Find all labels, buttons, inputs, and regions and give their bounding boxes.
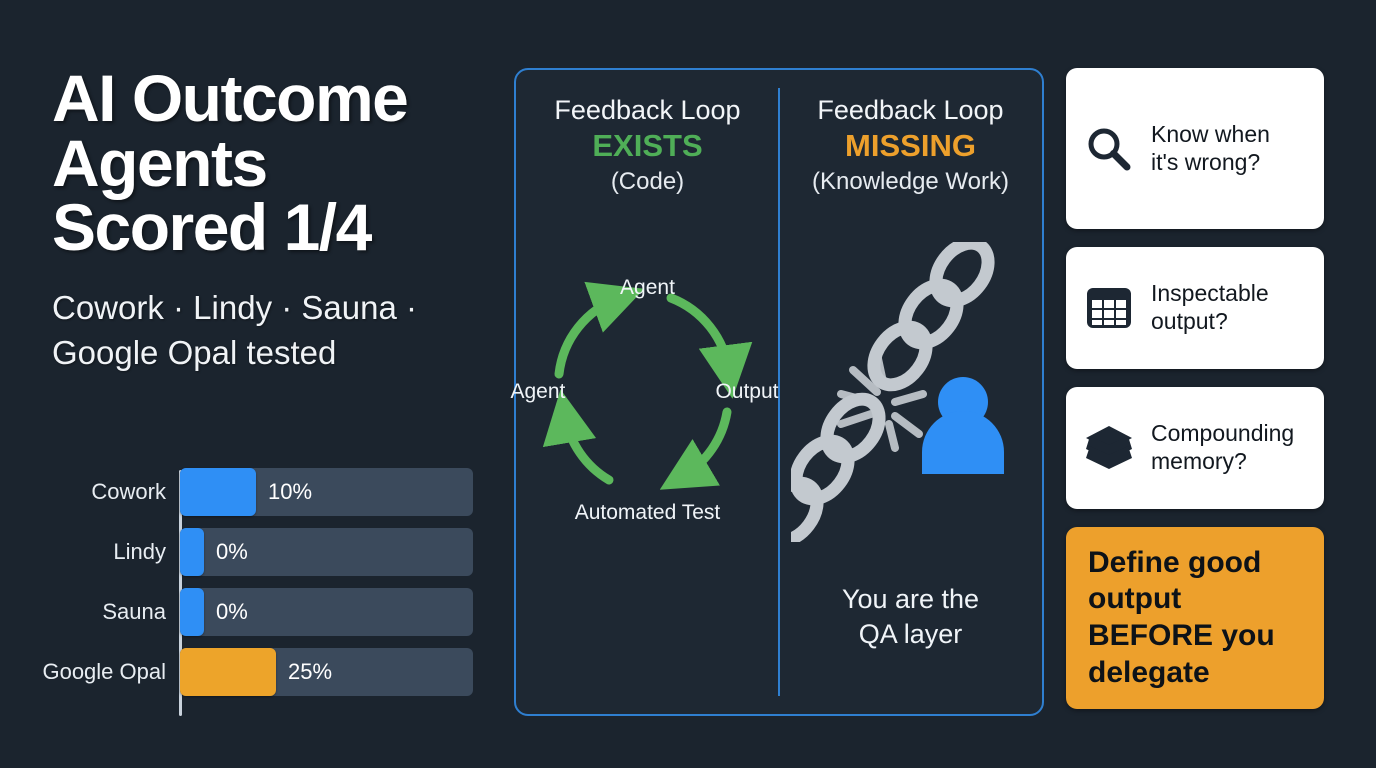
loop-exists-state: EXISTS [592,127,703,163]
checklist-line-1: Inspectable [1151,280,1269,307]
bar-track-lindy: 0% [180,528,473,576]
cta-line-3: BEFORE you [1088,619,1275,652]
qa-caption-line-1: You are the [841,583,980,614]
cycle-node-automated-test: Automated Test [574,501,721,525]
checklist-column: Know when it's wrong? [1066,68,1324,709]
bar-track-sauna: 0% [180,588,473,636]
table-row: Lindy 0% [113,526,492,578]
bar-value-lindy: 0% [216,539,248,564]
qa-layer-caption: You are the QA layer [779,582,1042,652]
cta-line-1: Define good [1088,545,1262,579]
loop-exists-note: (Code) [610,167,685,195]
subtitle-line-1: Cowork · Lindy · Sauna · [52,289,417,327]
bar-fill-sauna [180,588,204,636]
cta-line-2: output [1088,582,1182,616]
checklist-card-text: Compounding memory? [1151,420,1294,475]
table-grid-icon [1082,281,1136,335]
checklist-line-2: it's wrong? [1151,148,1261,175]
bar-value-cowork: 10% [268,479,313,504]
qa-caption-line-2: QA layer [858,618,963,649]
broken-chain-illustration [757,236,1031,548]
feedback-loop-exists-half: Feedback Loop EXISTS (Code) [511,70,779,714]
chart-rows: Cowork 10% Lindy 0% Sauna [42,466,492,716]
person-icon [921,377,1004,474]
cycle-node-agent-top: Agent [620,276,675,299]
bar-value-google-opal: 25% [288,659,333,684]
bar-fill-google-opal [180,648,276,696]
table-row: Google Opal 25% [42,646,492,698]
bar-track-cowork: 10% [180,468,473,516]
checklist-card-compounding-memory[interactable]: Compounding memory? [1066,387,1324,509]
page-title: AI Outcome Agents Scored 1/4 [52,61,492,265]
checklist-card-inspectable-output[interactable]: Inspectable output? [1066,247,1324,369]
cycle-node-agent-left: Agent [510,380,566,403]
bar-label-cowork: Cowork [91,479,166,504]
headline-line-1: AI Outcome [52,61,409,135]
subtitle: Cowork · Lindy · Sauna · Google Opal tes… [52,286,492,376]
cta-line-4: delegate [1088,655,1210,689]
table-row: Cowork 10% [91,466,492,518]
left-column: AI Outcome Agents Scored 1/4 Cowork · Li… [42,61,492,726]
loop-missing-state: MISSING [845,127,976,163]
checklist-card-know-when-wrong[interactable]: Know when it's wrong? [1066,68,1324,229]
checklist-card-text: Know when it's wrong? [1151,121,1270,176]
bar-label-google-opal: Google Opal [42,659,166,684]
subtitle-line-2: Google Opal tested [52,333,337,371]
layers-stack-icon [1082,421,1136,475]
bar-fill-lindy [180,528,204,576]
checklist-line-1: Know when [1151,120,1270,147]
headline-line-3: Scored 1/4 [52,190,372,265]
bar-label-lindy: Lindy [113,539,166,564]
panel-divider [778,88,780,696]
score-bar-chart: Cowork 10% Lindy 0% Sauna [42,466,492,716]
feedback-loop-missing-half: Feedback Loop MISSING (Knowledge Work) [757,70,1042,714]
bar-value-sauna: 0% [216,599,248,624]
checklist-card-text: Inspectable output? [1151,280,1269,335]
feedback-loop-panel: Feedback Loop EXISTS (Code) [511,68,1044,716]
cycle-arrows-icon [542,281,752,490]
checklist-line-2: memory? [1151,448,1247,474]
table-row: Sauna 0% [102,586,492,638]
bar-label-sauna: Sauna [102,599,166,624]
cycle-node-output: Output [715,380,779,403]
broken-chain-icon [757,236,1004,548]
loop-missing-title: Feedback Loop [817,95,1004,125]
cta-card-define-good-output[interactable]: Define good output BEFORE you delegate [1066,527,1324,709]
magnifier-icon [1082,122,1136,176]
cta-text: Define good output BEFORE you delegate [1088,545,1275,691]
checklist-line-1: Compounding [1151,420,1295,447]
bar-track-google-opal: 25% [180,648,473,696]
bar-fill-cowork [180,468,256,516]
feedback-cycle-diagram: Agent Output Automated Test Agent [511,262,779,532]
checklist-line-2: output? [1151,308,1228,334]
headline-line-2: Agents [52,125,268,200]
loop-exists-title: Feedback Loop [554,95,741,125]
loop-missing-note: (Knowledge Work) [812,167,1009,195]
